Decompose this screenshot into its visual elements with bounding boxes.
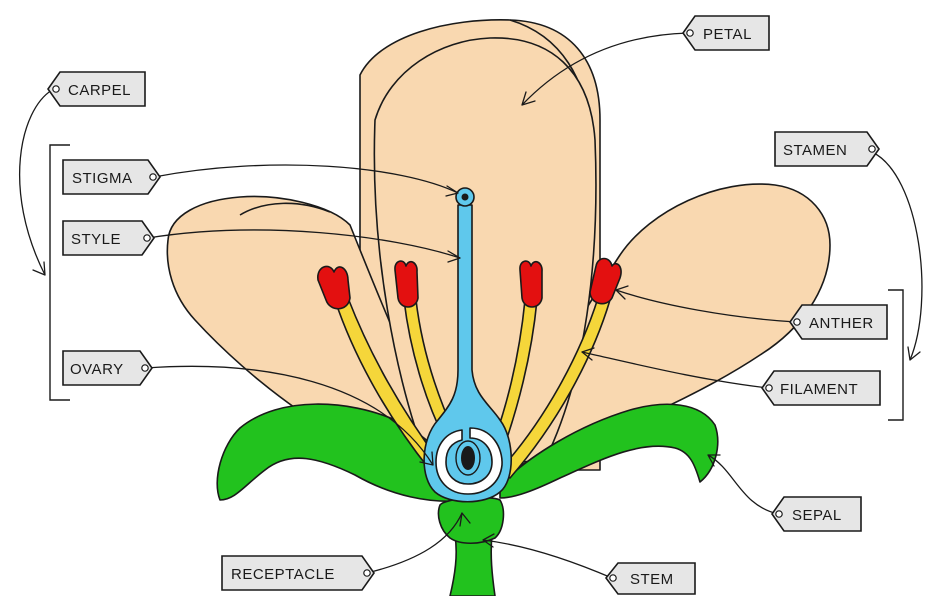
sepal-label: SEPAL bbox=[792, 507, 842, 524]
ovary-tag: OVARY bbox=[63, 351, 152, 385]
stamen-bracket bbox=[888, 290, 903, 420]
receptacle bbox=[438, 498, 503, 544]
stem-tag: STEM bbox=[606, 563, 695, 594]
style-label: STYLE bbox=[71, 231, 121, 248]
receptacle-tag: RECEPTACLE bbox=[222, 556, 374, 590]
petal-tag: PETAL bbox=[683, 16, 769, 50]
filament-label: FILAMENT bbox=[780, 381, 858, 398]
carpel-tag: CARPEL bbox=[48, 72, 145, 106]
receptacle-label: RECEPTACLE bbox=[231, 566, 335, 583]
style-tag: STYLE bbox=[63, 221, 154, 255]
filament-tag: FILAMENT bbox=[762, 371, 880, 405]
stamen-label: STAMEN bbox=[783, 142, 847, 159]
anther-3 bbox=[520, 261, 542, 307]
anther-tag: ANTHER bbox=[790, 305, 887, 339]
ovule bbox=[461, 446, 475, 470]
anther-2 bbox=[395, 261, 418, 307]
anther-label: ANTHER bbox=[809, 315, 874, 332]
sepal-tag: SEPAL bbox=[772, 497, 861, 531]
ovary-label: OVARY bbox=[70, 361, 124, 378]
stamen-tag: STAMEN bbox=[775, 132, 879, 166]
flower-illustration bbox=[167, 20, 830, 596]
stem-label: STEM bbox=[630, 571, 674, 588]
petal-label: PETAL bbox=[703, 26, 752, 43]
stigma-tag: STIGMA bbox=[63, 160, 160, 194]
stigma-label: STIGMA bbox=[72, 170, 133, 187]
carpel-label: CARPEL bbox=[68, 82, 131, 99]
